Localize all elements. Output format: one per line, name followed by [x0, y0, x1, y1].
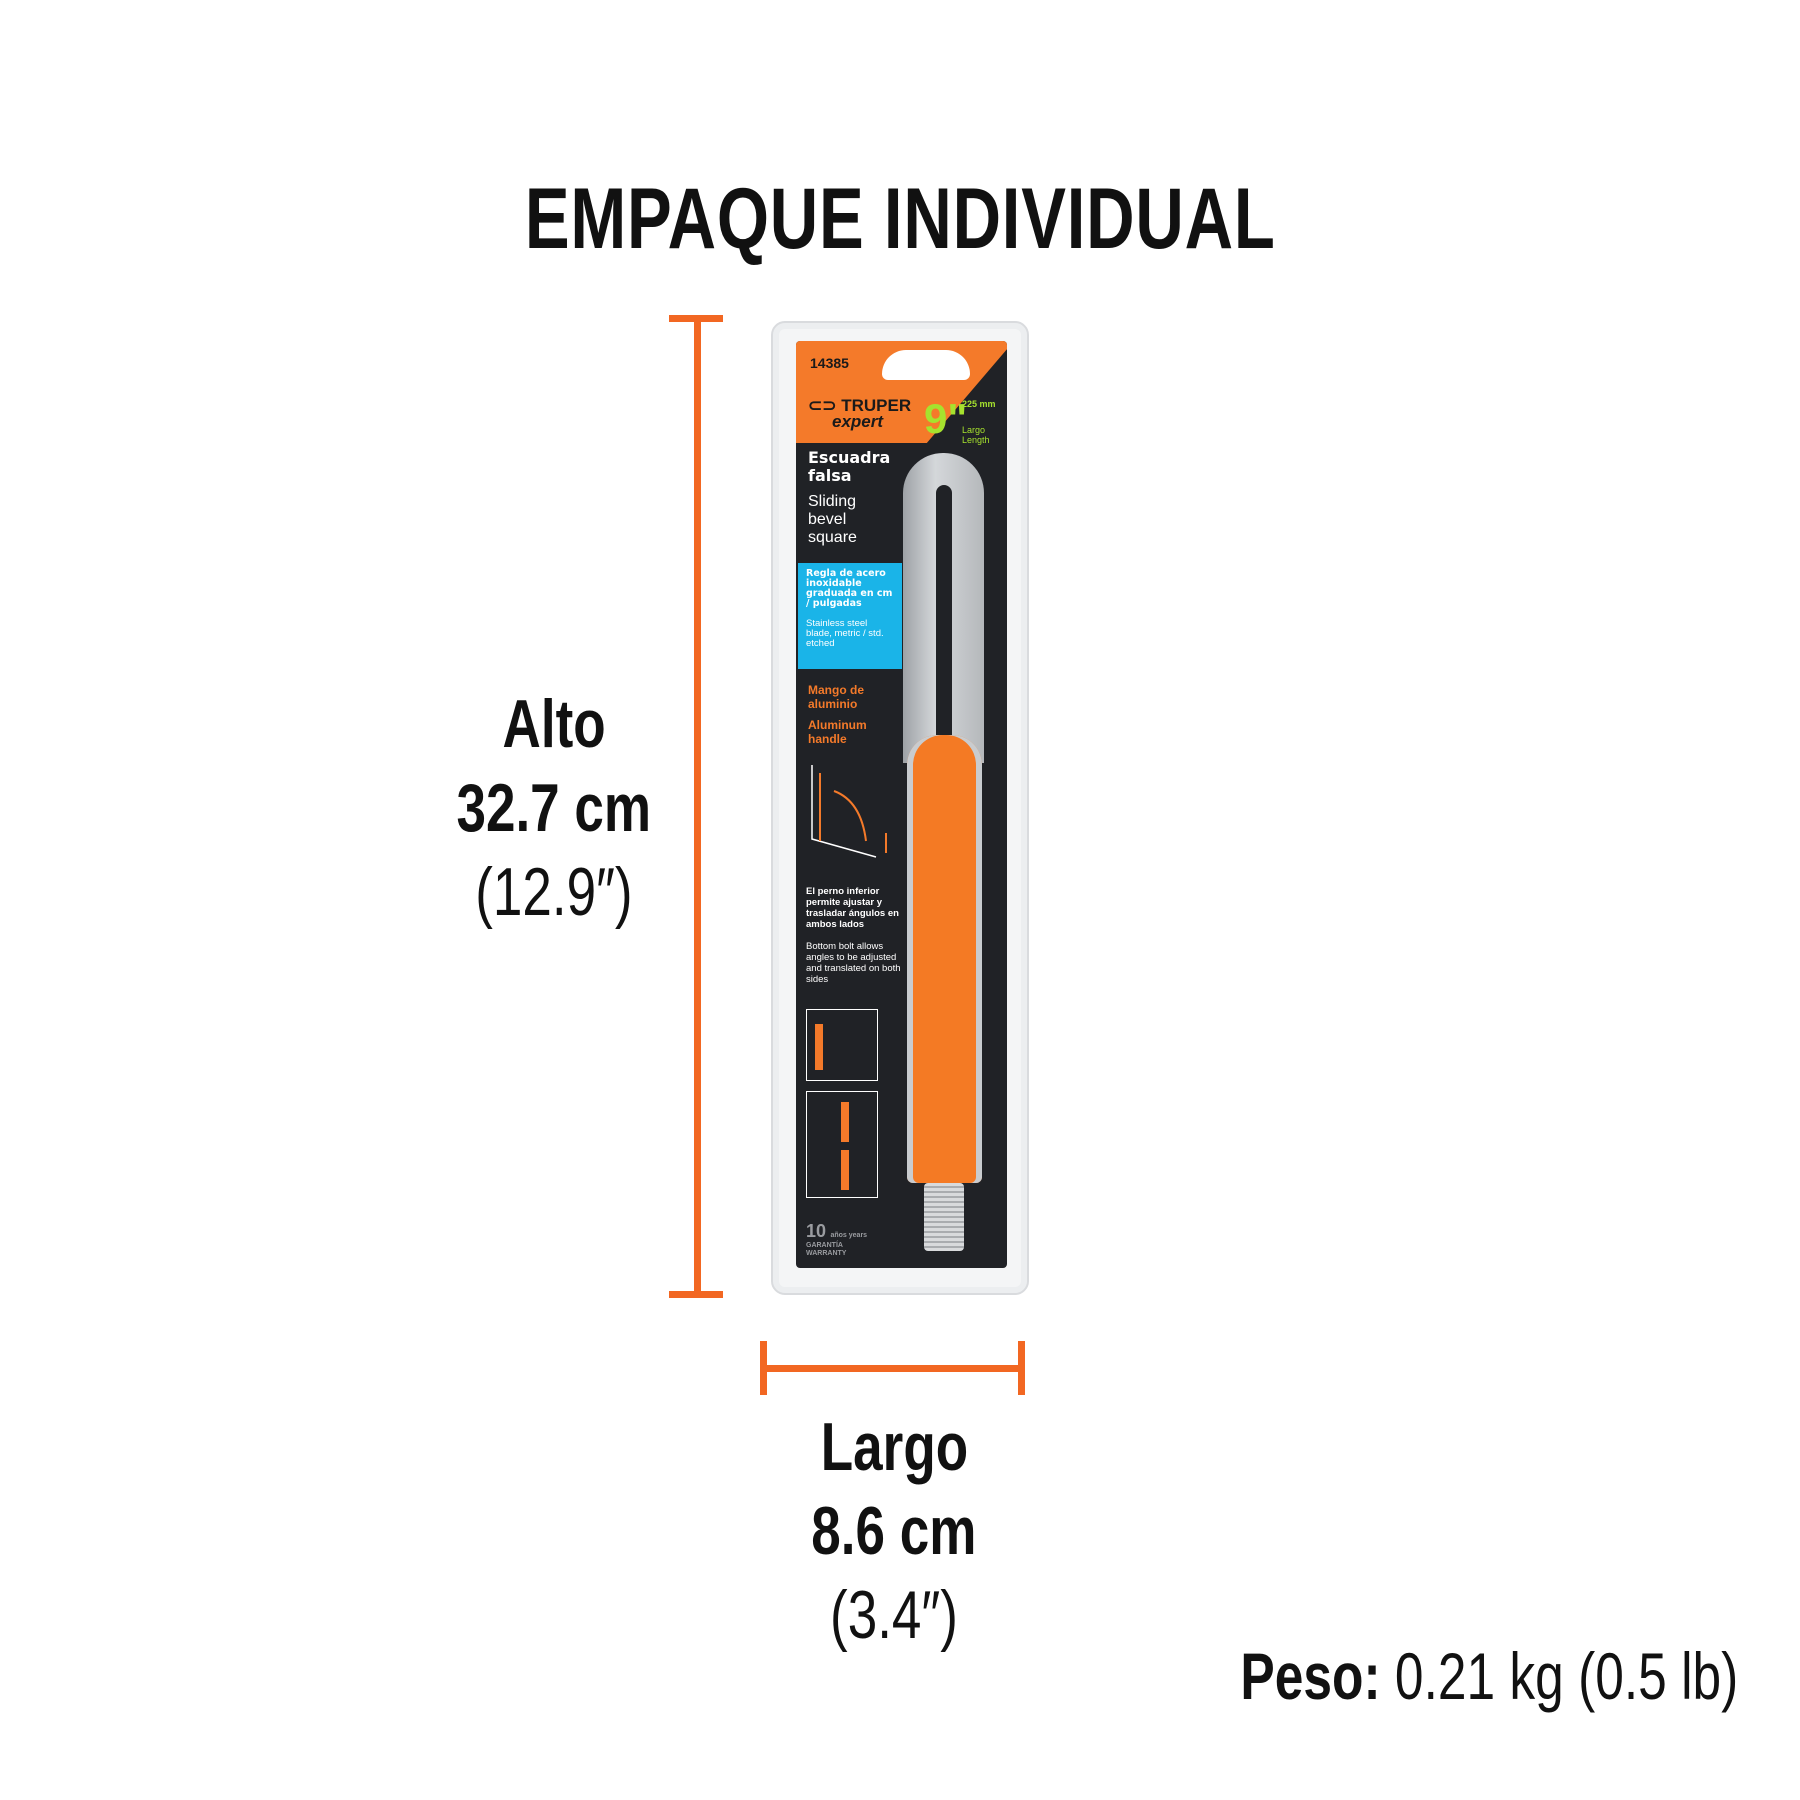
length-dimension-right-cap: [1018, 1341, 1025, 1395]
product-name-en: Sliding bevel square: [808, 493, 857, 546]
height-dimension-line: [694, 318, 701, 1295]
aluminum-handle: [907, 735, 982, 1183]
height-label: Alto 32.7 cm (12.9″): [456, 686, 652, 930]
sub-brand-logo: expert: [832, 412, 884, 431]
usage-illustration-1: [806, 1009, 878, 1081]
bolt-info-en: Bottom bolt allows angles to be adjusted…: [806, 941, 901, 985]
blade-slot: [936, 485, 952, 755]
handle-info-en: Aluminum handle: [808, 718, 867, 746]
bevel-diagram-icon: [811, 765, 887, 858]
weight-label: Peso: 0.21 kg (0.5 lb): [1240, 1639, 1739, 1713]
warranty-badge: 10 años years GARANTÍA WARRANTY: [806, 1221, 868, 1257]
bolt-info-es: El perno inferior permite ajustar y tras…: [806, 886, 899, 930]
length-dimension-line: [763, 1365, 1022, 1372]
page-title: EMPAQUE INDIVIDUAL: [524, 171, 1276, 267]
size-badge: 9": [924, 395, 968, 442]
length-label: Largo 8.6 cm (3.4″): [811, 1409, 977, 1653]
height-dimension-bottom-cap: [669, 1291, 723, 1298]
product-code: 14385: [810, 355, 849, 371]
product-name-es: Escuadra falsa: [808, 448, 891, 485]
hang-hole: [882, 350, 970, 380]
brand-logo: ⊂⊃ TRUPER: [808, 396, 912, 415]
steel-blade: [903, 453, 984, 763]
bottom-bolt: [924, 1183, 964, 1251]
size-mm: 225 mm: [962, 399, 996, 409]
usage-illustration-2: [806, 1091, 878, 1198]
handle-info-es: Mango de aluminio: [808, 683, 864, 711]
blade-info-box: Regla de acero inoxidable graduada en cm…: [798, 563, 902, 669]
